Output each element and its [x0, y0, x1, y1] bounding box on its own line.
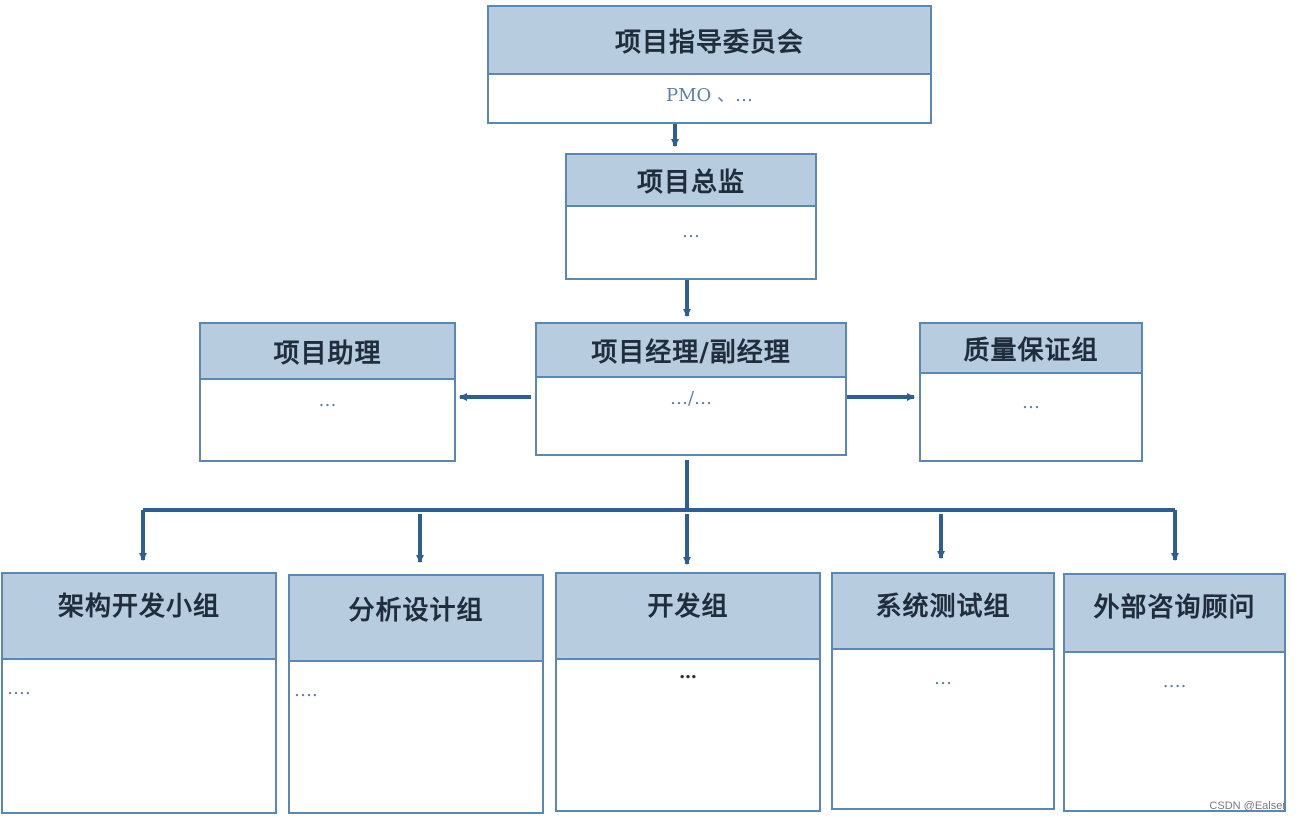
test-content: … [934, 668, 952, 689]
test-box: 系统测试组 … [831, 572, 1055, 810]
test-title: 系统测试组 [833, 574, 1053, 650]
manager-box: 项目经理/副经理 …/… [535, 322, 847, 456]
watermark: CSDN @Ealser [1209, 800, 1286, 812]
assistant-box: 项目助理 … [199, 322, 456, 462]
dev-content: … [679, 662, 697, 683]
analysis-box: 分析设计组 …. [288, 574, 544, 814]
qa-content: … [1022, 392, 1040, 413]
qa-box: 质量保证组 … [919, 322, 1143, 462]
manager-content: …/… [669, 388, 713, 409]
dev-title: 开发组 [557, 574, 819, 660]
analysis-content: …. [294, 680, 318, 701]
analysis-title: 分析设计组 [290, 576, 542, 662]
committee-title: 项目指导委员会 [489, 7, 930, 75]
manager-title: 项目经理/副经理 [537, 324, 845, 378]
arch-content: …. [7, 678, 31, 699]
qa-title: 质量保证组 [921, 324, 1141, 374]
arch-title: 架构开发小组 [3, 574, 275, 660]
director-box: 项目总监 … [565, 153, 817, 280]
consult-title: 外部咨询顾问 [1065, 575, 1284, 653]
consult-box: 外部咨询顾问 …. [1063, 573, 1286, 812]
director-content: … [682, 221, 700, 242]
arch-box: 架构开发小组 …. [1, 572, 277, 814]
committee-content: PMO 、… [665, 85, 754, 106]
assistant-content: … [318, 390, 337, 411]
dev-box: 开发组 … [555, 572, 821, 812]
consult-content: …. [1162, 671, 1187, 692]
director-title: 项目总监 [567, 155, 815, 207]
assistant-title: 项目助理 [201, 324, 454, 380]
committee-box: 项目指导委员会 PMO 、… [487, 5, 932, 124]
